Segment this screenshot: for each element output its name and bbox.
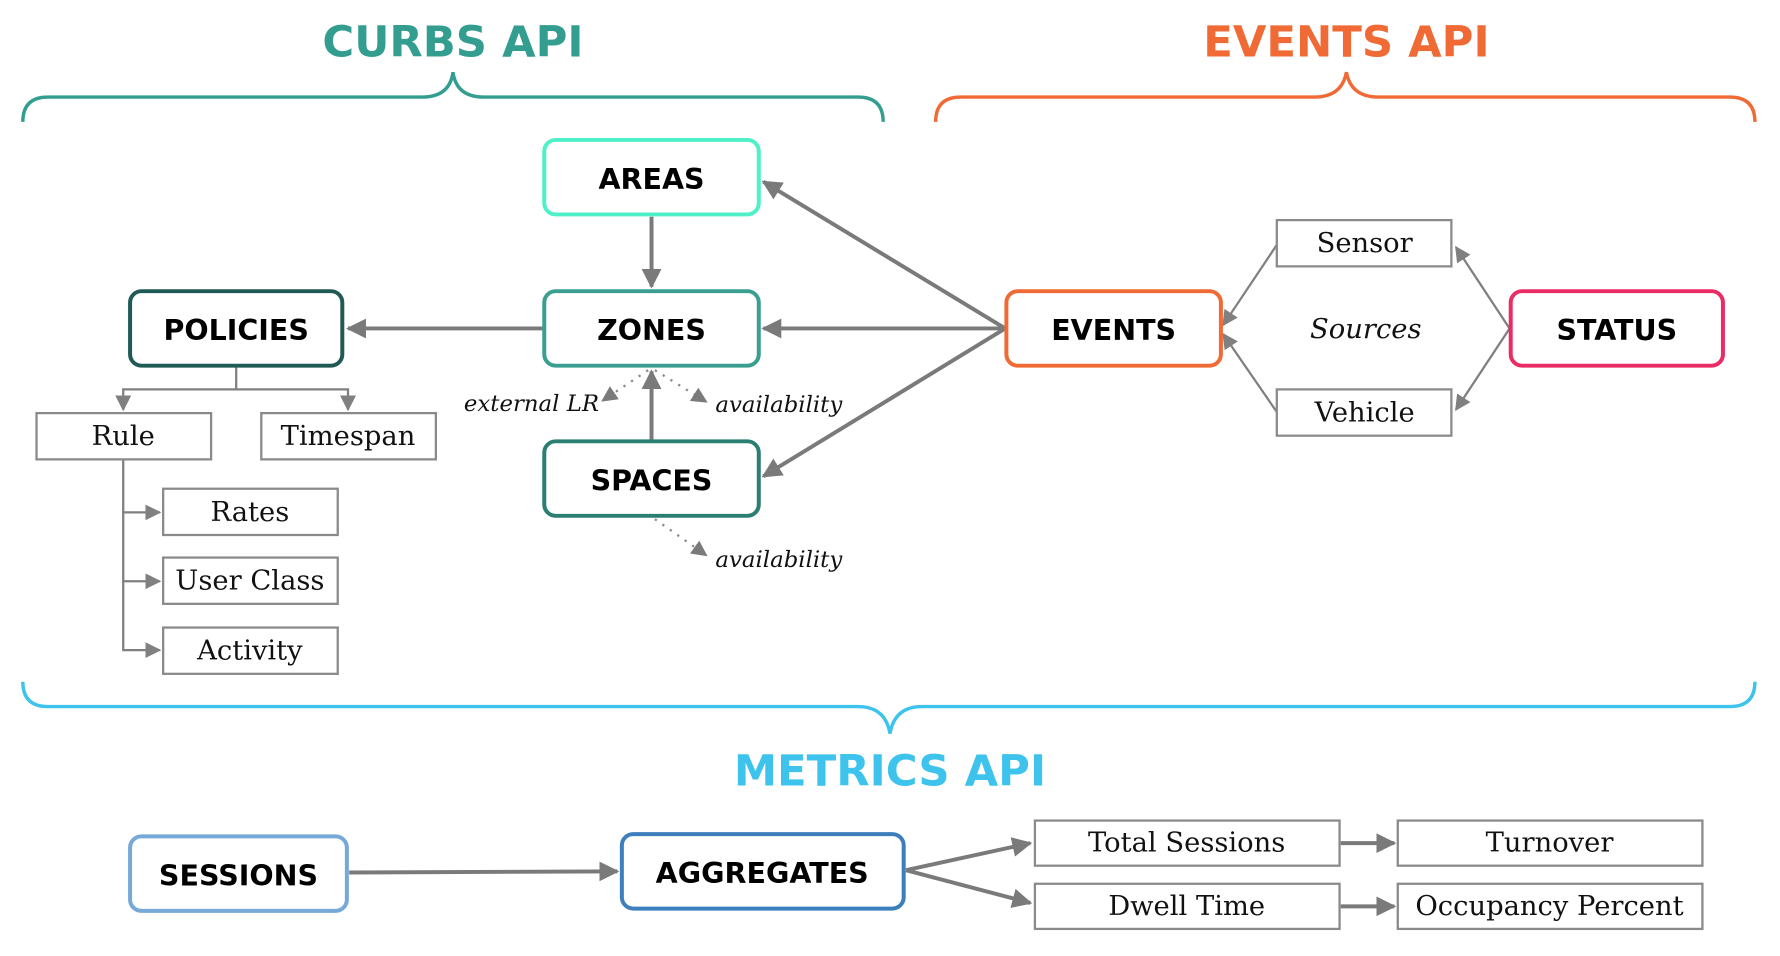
spaces-availability-label: availability: [715, 547, 843, 573]
edge-rule-rates: [122, 460, 162, 521]
node-aggregates-label: AGGREGATES: [656, 857, 869, 890]
edge-rule-activity: [122, 581, 162, 659]
edge-sensor-events: [1222, 244, 1278, 327]
leaf-sensor-label: Sensor: [1317, 228, 1414, 259]
edge-policies-timespan: [236, 388, 356, 412]
metrics-api-title: METRICS API: [734, 747, 1046, 797]
leaf-turnover-label: Turnover: [1486, 828, 1615, 859]
edge-sessions-aggregates: [349, 861, 620, 882]
node-status[interactable]: STATUS: [1508, 289, 1725, 368]
node-sessions-label: SESSIONS: [159, 859, 318, 892]
curbs-api-title: CURBS API: [322, 18, 583, 68]
leaf-total-sessions[interactable]: Total Sessions: [1033, 819, 1341, 867]
metrics-api-brace: [21, 681, 1757, 734]
leaf-activity[interactable]: Activity: [162, 626, 339, 675]
events-api-title: EVENTS API: [1203, 18, 1489, 68]
edge-status-sensor: [1454, 245, 1511, 330]
leaf-sensor[interactable]: Sensor: [1275, 218, 1453, 268]
edge-aggregates-dwell-time: [905, 868, 1033, 908]
leaf-rates-label: Rates: [210, 497, 289, 528]
leaf-vehicle-label: Vehicle: [1314, 398, 1415, 429]
events-api-brace: [933, 71, 1757, 122]
curbs-api-brace: [21, 71, 885, 122]
leaf-dwell-time[interactable]: Dwell Time: [1033, 882, 1341, 931]
leaf-activity-label: Activity: [196, 636, 303, 667]
node-policies[interactable]: POLICIES: [128, 289, 345, 368]
leaf-rule-label: Rule: [92, 421, 155, 452]
external-lr-label: external LR: [464, 391, 599, 417]
leaf-turnover[interactable]: Turnover: [1396, 819, 1704, 867]
leaf-occupancy-percent-label: Occupancy Percent: [1415, 891, 1683, 922]
zones-availability-label: availability: [715, 392, 843, 418]
node-zones-label: ZONES: [597, 314, 706, 347]
edge-zones-availability: [654, 369, 708, 403]
node-areas-label: AREAS: [598, 163, 704, 196]
node-sessions[interactable]: SESSIONS: [128, 834, 349, 913]
leaf-dwell-time-label: Dwell Time: [1108, 891, 1265, 922]
leaf-occupancy-percent[interactable]: Occupancy Percent: [1396, 882, 1704, 931]
node-policies-label: POLICIES: [163, 314, 308, 347]
node-areas[interactable]: AREAS: [542, 137, 761, 217]
edge-events-spaces: [761, 326, 1007, 478]
node-status-label: STATUS: [1556, 314, 1677, 347]
leaf-vehicle[interactable]: Vehicle: [1275, 388, 1453, 437]
edge-vehicle-events: [1222, 332, 1278, 413]
edge-status-vehicle: [1454, 327, 1511, 412]
leaf-rule[interactable]: Rule: [35, 411, 213, 461]
leaf-rates[interactable]: Rates: [162, 487, 339, 537]
node-spaces[interactable]: SPACES: [542, 439, 761, 518]
leaf-total-sessions-label: Total Sessions: [1088, 828, 1285, 859]
node-spaces-label: SPACES: [591, 464, 713, 497]
leaf-timespan[interactable]: Timespan: [260, 411, 438, 461]
sources-label: Sources: [1310, 314, 1422, 345]
node-zones[interactable]: ZONES: [542, 289, 761, 368]
edge-aggregates-total-sessions: [905, 837, 1033, 873]
edge-events-areas: [761, 180, 1007, 331]
edge-rule-user-class: [122, 512, 162, 590]
node-events-label: EVENTS: [1051, 314, 1176, 347]
edge-spaces-availability: [654, 518, 708, 557]
edge-policies-rule: [115, 366, 238, 412]
edge-zones-external-lr: [601, 369, 649, 402]
leaf-timespan-label: Timespan: [281, 421, 416, 452]
node-events[interactable]: EVENTS: [1004, 289, 1223, 368]
node-aggregates[interactable]: AGGREGATES: [619, 832, 906, 911]
leaf-user-class-label: User Class: [175, 566, 324, 597]
leaf-user-class[interactable]: User Class: [162, 556, 339, 605]
